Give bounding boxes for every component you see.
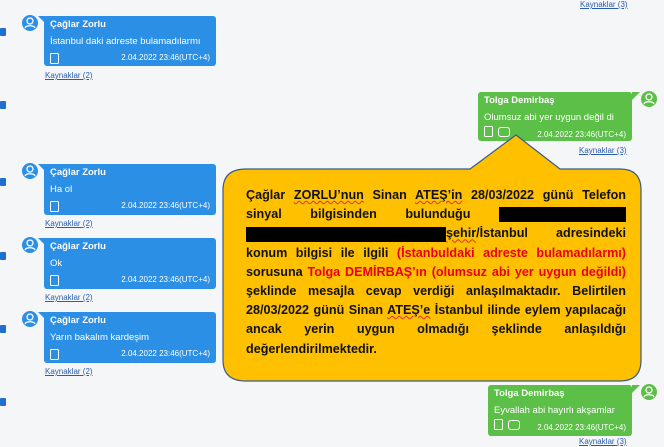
checkbox[interactable] bbox=[0, 252, 6, 260]
phone-icon bbox=[484, 126, 493, 137]
redaction bbox=[246, 226, 446, 242]
checkbox[interactable] bbox=[0, 28, 6, 36]
sender-name: Çağlar Zorlu bbox=[50, 241, 106, 252]
timestamp: 2.04.2022 23:46(UTC+4) bbox=[537, 129, 626, 139]
group-icon bbox=[498, 127, 510, 137]
callout-text: Çağlar ZORLU’nun Sinan ATEŞ’in 28/03/202… bbox=[246, 188, 626, 356]
message-text: Yarın bakalım kardeşim bbox=[50, 332, 150, 343]
avatar-icon bbox=[22, 311, 38, 327]
sources-link[interactable]: Kaynaklar (3) bbox=[579, 146, 627, 155]
timestamp: 2.04.2022 23:46(UTC+4) bbox=[121, 201, 210, 210]
message-text: Ha ol bbox=[50, 184, 73, 195]
message-text: Eyvallah abi hayırlı akşamlar bbox=[494, 405, 615, 416]
group-icon bbox=[508, 420, 520, 430]
avatar-icon bbox=[22, 15, 38, 31]
avatar-icon bbox=[641, 91, 657, 107]
checkbox[interactable] bbox=[0, 101, 6, 109]
phone-icon bbox=[50, 348, 59, 360]
sources-link[interactable]: Kaynaklar (3) bbox=[579, 437, 627, 446]
sender-name: Çağlar Zorlu bbox=[50, 167, 106, 178]
phone-icon bbox=[494, 419, 503, 430]
message-text: Ok bbox=[50, 258, 63, 269]
sources-link[interactable]: Kaynaklar (2) bbox=[45, 293, 93, 302]
avatar-icon bbox=[641, 384, 657, 400]
message-text: Olumsuz abi yer uygun değil di bbox=[484, 112, 614, 123]
phone-icon bbox=[50, 52, 59, 64]
timestamp: 2.04.2022 23:46(UTC+4) bbox=[121, 349, 210, 358]
sources-link[interactable]: Kaynaklar (2) bbox=[45, 219, 93, 228]
timestamp: 2.04.2022 23:46(UTC+4) bbox=[537, 422, 626, 432]
timestamp: 2.04.2022 23:46(UTC+4) bbox=[121, 275, 210, 284]
timestamp: 2.04.2022 23:46(UTC+4) bbox=[121, 53, 210, 62]
sources-link[interactable]: Kaynaklar (2) bbox=[45, 71, 93, 80]
checkbox[interactable] bbox=[0, 398, 6, 406]
sources-link[interactable]: Kaynaklar (2) bbox=[45, 367, 93, 376]
message-text: İstanbul daki adreste bulamadılarmı bbox=[50, 36, 201, 47]
redaction bbox=[499, 207, 626, 223]
phone-icon bbox=[50, 274, 59, 286]
sender-name: Tolga Demirbaş bbox=[494, 388, 565, 399]
sender-name: Çağlar Zorlu bbox=[50, 19, 106, 30]
avatar-icon bbox=[22, 163, 38, 179]
checkbox[interactable] bbox=[0, 178, 6, 186]
sender-name: Tolga Demirbaş bbox=[484, 95, 555, 106]
avatar-icon bbox=[22, 237, 38, 253]
phone-icon bbox=[50, 200, 59, 212]
sources-link[interactable]: Kaynaklar (3) bbox=[580, 0, 628, 9]
sender-name: Çağlar Zorlu bbox=[50, 315, 106, 326]
checkbox[interactable] bbox=[0, 325, 6, 333]
